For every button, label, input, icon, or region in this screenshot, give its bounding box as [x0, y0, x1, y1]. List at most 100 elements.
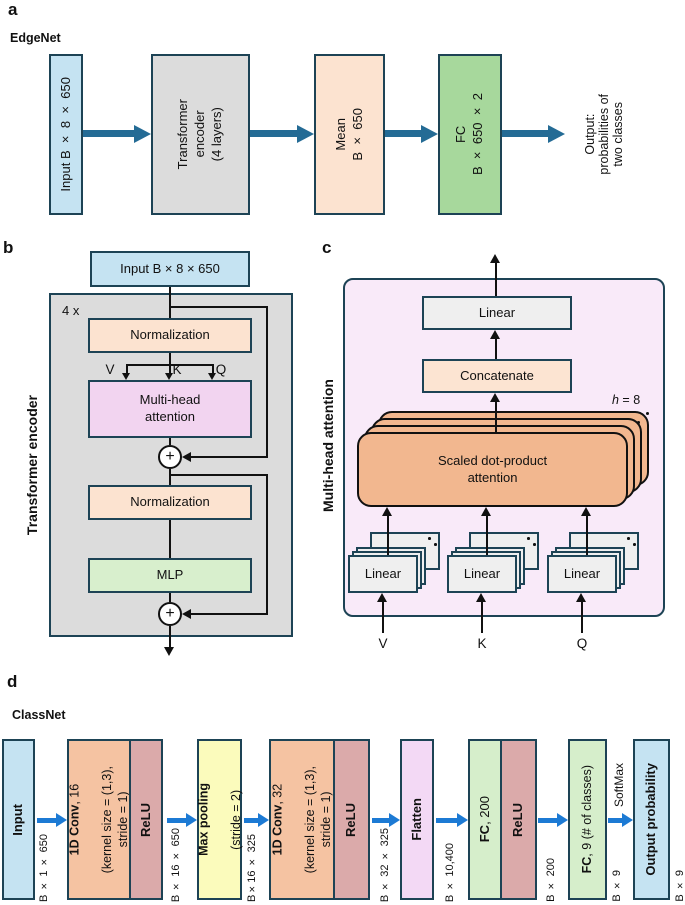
- fc1-box: FC, 200: [468, 739, 502, 900]
- classnet-output-box: Output probability: [633, 739, 670, 900]
- arrow-body: [372, 818, 389, 823]
- relu2-box: ReLU: [333, 739, 370, 900]
- norm2-box: Normalization: [88, 485, 252, 520]
- conv2-box: 1D Conv, 32 (kernel size = (1,3), stride…: [269, 739, 335, 900]
- skip2-connector: [191, 613, 268, 615]
- arrow-body: [83, 130, 134, 137]
- connector: [169, 469, 171, 485]
- arrow-head-icon: [208, 373, 216, 380]
- connector: [169, 287, 171, 318]
- norm1-label: Normalization: [130, 327, 210, 343]
- fc2-label: FC, 9 (# of classes): [580, 765, 595, 874]
- norm1-box: Normalization: [88, 318, 252, 353]
- arrow-head-icon: [490, 393, 500, 402]
- arrow-head-icon: [457, 813, 468, 827]
- encoder-input-box: Input B × 8 × 650: [90, 251, 250, 287]
- connector: [169, 626, 171, 648]
- arrow-head-icon: [490, 330, 500, 339]
- skip2-connector: [170, 474, 268, 476]
- arrow-head-icon: [258, 813, 269, 827]
- arrow-head-icon: [182, 452, 191, 462]
- arrow-body: [538, 818, 557, 823]
- arrow-head-icon: [297, 125, 314, 143]
- relu3-label: ReLU: [510, 802, 526, 837]
- norm2-label: Normalization: [130, 494, 210, 510]
- encoder-side-label-wrap: Transformer encoder: [20, 345, 44, 585]
- relu2-label: ReLU: [343, 802, 359, 837]
- arrow-head-icon: [389, 813, 400, 827]
- arrow-head-icon: [490, 254, 500, 263]
- arrow-head-icon: [557, 813, 568, 827]
- dim-label: B × 10,400: [444, 842, 456, 902]
- mlp-label: MLP: [156, 567, 184, 583]
- linear-k-label: Linear: [463, 565, 501, 581]
- softmax-label: SoftMax: [612, 762, 626, 807]
- fc1-label: FC, 200: [476, 796, 492, 843]
- skip2-connector: [266, 474, 268, 615]
- flatten-label: Flatten: [408, 798, 424, 841]
- skip1-connector: [191, 456, 268, 458]
- k-input-label: K: [477, 636, 487, 651]
- dim-label: B×16 × 325: [246, 833, 258, 902]
- residual-add-2: +: [158, 602, 182, 626]
- ellipsis-dot: [633, 543, 636, 546]
- repeat-label: 4 x: [62, 303, 80, 318]
- arrow-body: [250, 130, 297, 137]
- relu1-label: ReLU: [137, 802, 153, 837]
- concatenate-label: Concatenate: [460, 367, 534, 383]
- dim-label: B × 9: [611, 870, 623, 902]
- conv1-title: 1D Conv, 16: [67, 783, 82, 856]
- linear-v-box: Linear: [348, 555, 418, 593]
- connector: [586, 516, 588, 555]
- arrow-body: [436, 818, 457, 823]
- ellipsis-dot: [527, 537, 530, 540]
- arrow-head-icon: [548, 125, 565, 143]
- arrow-head-icon: [622, 813, 633, 827]
- arrow-head-icon: [476, 593, 486, 602]
- skip1-connector: [266, 306, 268, 458]
- arrow-head-icon: [164, 647, 174, 656]
- classnet-input-box: Input: [2, 739, 35, 900]
- connector: [382, 602, 384, 633]
- dim-label: B × 32 × 325: [379, 827, 391, 902]
- panel-b-label: b: [3, 238, 14, 257]
- linear-q-box: Linear: [547, 555, 617, 593]
- connector: [169, 353, 171, 366]
- arrow-body: [385, 130, 421, 137]
- arrow-head-icon: [421, 125, 438, 143]
- dim-label: B × 200: [545, 858, 557, 902]
- edgenet-output-wrap: Output: probabilities of two classes: [568, 54, 640, 215]
- classnet-title: ClassNet: [12, 708, 66, 722]
- arrow-head-icon: [382, 507, 392, 516]
- arrow-body: [608, 818, 622, 823]
- panel-c-label: c: [322, 238, 332, 257]
- arrow-head-icon: [581, 507, 591, 516]
- edgenet-fc-label: FC B × 650 × 2: [453, 93, 485, 176]
- ellipsis-dot: [627, 537, 630, 540]
- linear-out-box: Linear: [422, 296, 572, 330]
- residual-add-1: +: [158, 445, 182, 469]
- ellipsis-dot: [637, 421, 640, 424]
- maxpool-params: (stride = 2): [228, 789, 243, 850]
- arrow-body: [167, 818, 186, 823]
- edgenet-encoder-label: Transformer encoder (4 layers): [175, 99, 224, 170]
- connector: [169, 364, 171, 374]
- classnet-output-label: Output probability: [643, 763, 659, 876]
- dim-label: B × 9: [674, 870, 685, 902]
- arrow-head-icon: [56, 813, 67, 827]
- arrow-head-icon: [186, 813, 197, 827]
- skip1-connector: [170, 306, 268, 308]
- arrow-head-icon: [576, 593, 586, 602]
- arrow-body: [502, 130, 548, 137]
- encoder-input-label: Input B × 8 × 650: [120, 260, 220, 276]
- flatten-box: Flatten: [400, 739, 434, 900]
- connector: [126, 364, 128, 374]
- connector: [581, 602, 583, 633]
- k-label: K: [172, 362, 182, 377]
- ellipsis-dot: [428, 537, 431, 540]
- edgenet-mean-box: Mean B × 650: [314, 54, 385, 215]
- heads-count-label: h = 8: [612, 393, 641, 407]
- concatenate-box: Concatenate: [422, 359, 572, 393]
- sdpa-box-front: Scaled dot-product attention: [357, 432, 628, 507]
